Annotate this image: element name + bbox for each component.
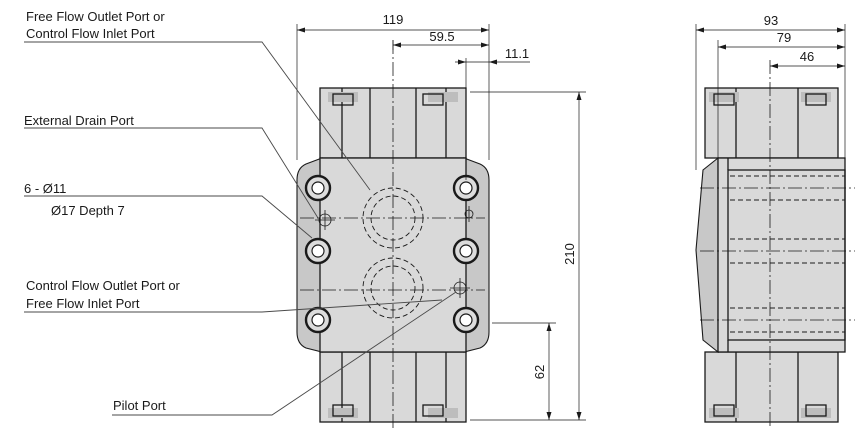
label-external-drain: External Drain Port xyxy=(24,113,134,128)
side-dimensions: 93 79 46 xyxy=(695,13,846,170)
dim-side-width: 93 xyxy=(764,13,778,28)
label-control-flow-outlet-1: Control Flow Outlet Port or xyxy=(26,278,181,293)
dim-front-offset: 11.1 xyxy=(505,46,529,61)
dim-side-mid: 79 xyxy=(777,30,791,45)
side-view xyxy=(695,60,855,428)
bolt-hole xyxy=(304,237,332,265)
label-control-flow-outlet-2: Free Flow Inlet Port xyxy=(26,296,140,311)
bolt-hole xyxy=(304,306,332,334)
pilot-port xyxy=(450,278,470,298)
label-bolt-holes-2: Ø17 Depth 7 xyxy=(51,203,125,218)
front-view xyxy=(296,40,490,428)
dim-side-inner: 46 xyxy=(800,49,814,64)
side-left-protrusion xyxy=(695,156,719,354)
control-flow-outlet-port xyxy=(362,257,424,319)
label-free-flow-outlet-2: Control Flow Inlet Port xyxy=(26,26,155,41)
front-dimensions: 119 59.5 11.1 210 62 xyxy=(296,12,586,421)
dim-front-half-width: 59.5 xyxy=(429,29,454,44)
bolt-hole xyxy=(452,306,480,334)
label-free-flow-outlet-1: Free Flow Outlet Port or xyxy=(26,9,165,24)
leaders xyxy=(24,41,457,416)
front-right-small-port xyxy=(464,206,474,222)
dim-front-width: 119 xyxy=(383,12,404,27)
free-flow-outlet-port xyxy=(362,187,424,249)
label-pilot-port: Pilot Port xyxy=(113,398,166,413)
dim-front-lower: 62 xyxy=(532,365,547,379)
callout-labels: Free Flow Outlet Port or Control Flow In… xyxy=(24,9,181,413)
bolt-hole xyxy=(304,174,332,202)
bolt-hole xyxy=(452,237,480,265)
dim-front-height: 210 xyxy=(562,243,577,265)
label-bolt-holes-1: 6 - Ø11 xyxy=(24,181,66,196)
external-drain-port xyxy=(315,210,335,230)
side-main-body xyxy=(717,157,846,353)
